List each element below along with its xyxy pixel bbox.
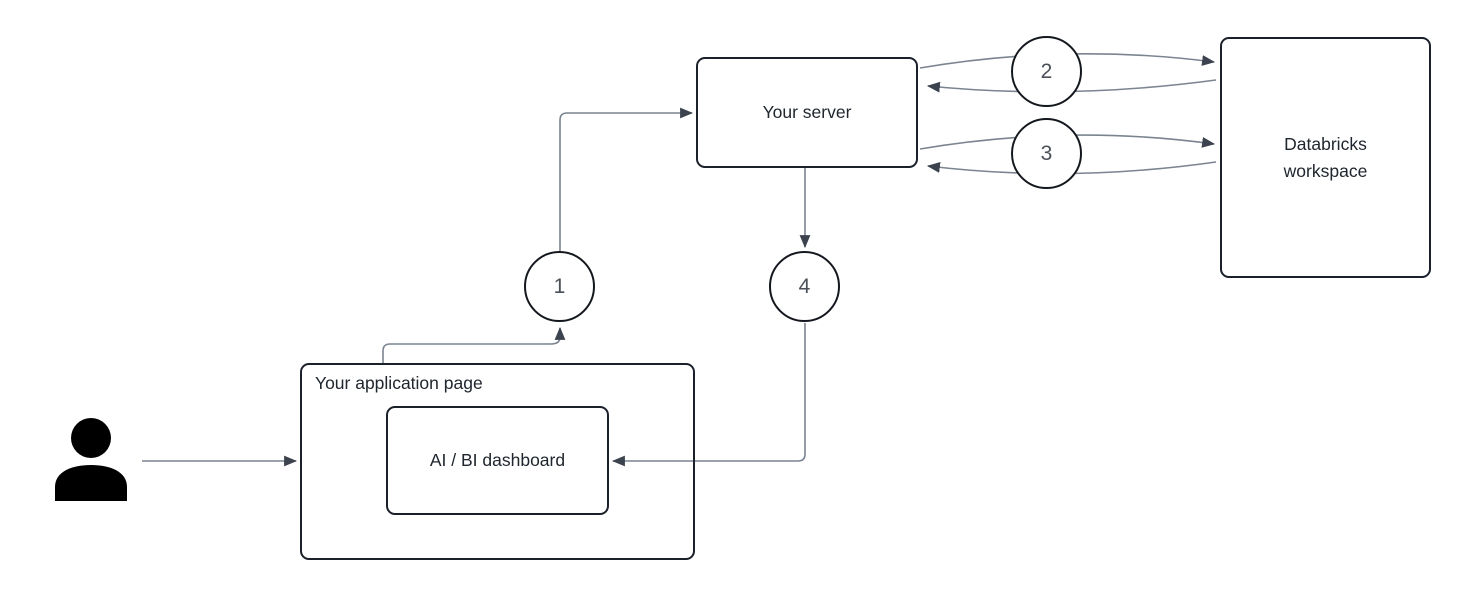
step-circle-3: 3 bbox=[1011, 118, 1082, 189]
step-circle-1: 1 bbox=[524, 251, 595, 322]
user-icon bbox=[55, 418, 127, 501]
step-2-number: 2 bbox=[1040, 59, 1053, 83]
databricks-workspace-label: Databricks workspace bbox=[1283, 134, 1368, 181]
step-circle-2: 2 bbox=[1011, 36, 1082, 107]
connector-step4-to-dashboard bbox=[611, 323, 806, 467]
box-databricks-workspace: Databricks workspace bbox=[1220, 37, 1431, 278]
connector-step1-to-server bbox=[559, 107, 694, 251]
step-circle-4: 4 bbox=[769, 251, 840, 322]
connector-application-to-step1 bbox=[382, 326, 566, 363]
your-server-label: Your server bbox=[762, 102, 852, 123]
step-3-number: 3 bbox=[1040, 141, 1053, 165]
ai-bi-dashboard-label: AI / BI dashboard bbox=[429, 450, 566, 471]
box-your-server: Your server bbox=[696, 57, 918, 168]
box-ai-bi-dashboard: AI / BI dashboard bbox=[386, 406, 609, 515]
step-1-number: 1 bbox=[553, 274, 566, 298]
box-application-page: Your application page bbox=[300, 363, 695, 560]
step-4-number: 4 bbox=[798, 274, 811, 298]
application-page-label: Your application page bbox=[315, 373, 483, 393]
